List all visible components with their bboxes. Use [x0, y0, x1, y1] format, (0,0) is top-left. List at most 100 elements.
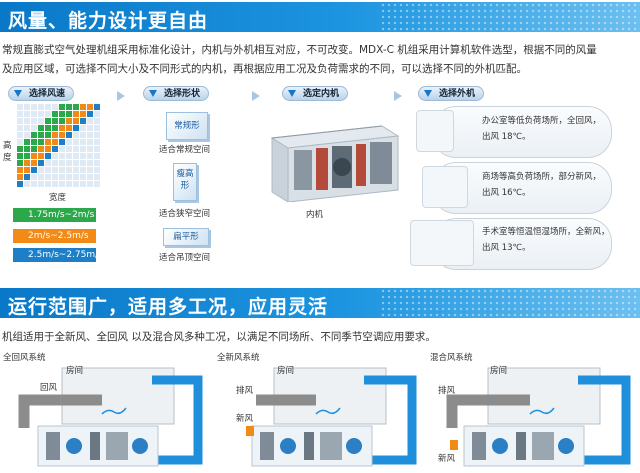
grid-cell: [52, 118, 58, 124]
wind-speed-grid: [17, 104, 100, 187]
system2-exhaust-label: 排风: [236, 386, 254, 396]
system3-title: 混合风系统: [430, 353, 473, 363]
location-pin-icon: [288, 90, 296, 97]
grid-cell: [24, 160, 30, 166]
grid-cell: [52, 167, 58, 173]
outdoor-option-1: [432, 106, 612, 158]
width-axis-label: 宽度: [49, 193, 67, 203]
select-indoor-label: 选定内机: [303, 89, 340, 99]
grid-cell: [73, 132, 79, 138]
grid-cell: [31, 139, 37, 145]
grid-cell: [87, 104, 93, 110]
system1-return-air-label: 回风: [40, 383, 58, 393]
system1-room-label: 房间: [66, 366, 84, 376]
grid-cell: [45, 160, 51, 166]
grid-cell: [66, 132, 72, 138]
grid-cell: [45, 146, 51, 152]
grid-cell: [87, 146, 93, 152]
grid-cell: [66, 153, 72, 159]
outdoor-option-3-line1: 手术室等恒温恒湿场所，全新风，: [482, 227, 610, 237]
grid-cell: [45, 181, 51, 187]
grid-cell: [87, 153, 93, 159]
grid-cell: [59, 139, 65, 145]
grid-cell: [52, 146, 58, 152]
grid-cell: [38, 167, 44, 173]
shape-regular-label: 常规形: [174, 121, 200, 131]
grid-cell: [38, 118, 44, 124]
step-arrow-icon: [252, 91, 260, 101]
grid-cell: [73, 146, 79, 152]
system3-room-label: 房间: [490, 366, 508, 376]
section1-title: 风量、能力设计更自由: [8, 10, 209, 32]
grid-cell: [31, 174, 37, 180]
grid-cell: [52, 125, 58, 131]
speed-option-orange: 2m/s~2.5m/s: [13, 229, 96, 243]
grid-cell: [45, 111, 51, 117]
grid-cell: [80, 132, 86, 138]
grid-cell: [73, 118, 79, 124]
select-outdoor-label: 选择外机: [439, 89, 476, 99]
section1-banner: 风量、能力设计更自由: [0, 2, 640, 32]
grid-cell: [52, 181, 58, 187]
indoor-unit-caption: 内机: [306, 210, 324, 220]
grid-cell: [73, 167, 79, 173]
grid-cell: [17, 146, 23, 152]
grid-cell: [66, 139, 72, 145]
system1-diagram: [18, 367, 203, 467]
grid-cell: [73, 153, 79, 159]
grid-cell: [80, 139, 86, 145]
shape-flat-caption: 适合吊顶空间: [159, 253, 211, 263]
grid-cell: [94, 160, 100, 166]
grid-cell: [31, 125, 37, 131]
grid-cell: [73, 174, 79, 180]
grid-cell: [87, 139, 93, 145]
grid-cell: [66, 111, 72, 117]
grid-cell: [73, 111, 79, 117]
grid-cell: [24, 125, 30, 131]
grid-cell: [80, 104, 86, 110]
grid-cell: [52, 104, 58, 110]
grid-cell: [17, 160, 23, 166]
grid-cell: [73, 181, 79, 187]
grid-cell: [80, 111, 86, 117]
grid-cell: [24, 146, 30, 152]
grid-cell: [31, 132, 37, 138]
grid-cell: [66, 125, 72, 131]
grid-cell: [59, 167, 65, 173]
grid-cell: [73, 104, 79, 110]
grid-cell: [17, 111, 23, 117]
grid-cell: [24, 174, 30, 180]
shape-tall-label: 瘦高形: [176, 169, 194, 191]
grid-cell: [45, 139, 51, 145]
grid-cell: [31, 160, 37, 166]
shape-tall-caption: 适合狭窄空间: [159, 209, 211, 219]
grid-cell: [59, 111, 65, 117]
grid-cell: [24, 167, 30, 173]
shape-tall: 瘦高形: [173, 163, 197, 201]
grid-cell: [59, 132, 65, 138]
grid-cell: [66, 181, 72, 187]
shape-regular: 常规形: [166, 112, 208, 140]
grid-cell: [45, 174, 51, 180]
system2-diagram: [246, 367, 417, 467]
grid-cell: [80, 181, 86, 187]
grid-cell: [17, 118, 23, 124]
outdoor-unit-large-image: [410, 220, 474, 266]
grid-cell: [38, 125, 44, 131]
grid-cell: [38, 132, 44, 138]
grid-cell: [87, 118, 93, 124]
speed-option-label: 2.5m/s~2.75m/s: [28, 250, 103, 260]
grid-cell: [17, 153, 23, 159]
speed-option-label: 2m/s~2.5m/s: [28, 231, 89, 241]
grid-cell: [24, 104, 30, 110]
location-pin-icon: [149, 90, 157, 97]
grid-cell: [73, 125, 79, 131]
section1-intro-line1: 常规直膨式空气处理机组采用标准化设计，内机与外机相互对应，不可改变。MDX-C …: [2, 44, 597, 56]
grid-cell: [17, 104, 23, 110]
grid-cell: [87, 111, 93, 117]
grid-cell: [87, 125, 93, 131]
banner-pattern: [380, 2, 640, 32]
grid-cell: [31, 104, 37, 110]
grid-cell: [52, 111, 58, 117]
step-arrow-icon: [394, 91, 402, 101]
